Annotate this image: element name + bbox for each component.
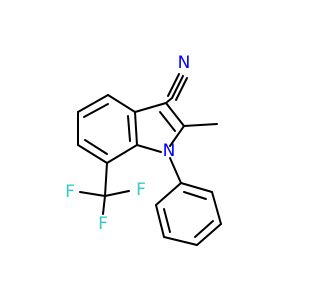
bond-c4-c5 — [77, 94, 109, 113]
bond-nitrile-triple-3 — [175, 77, 188, 101]
bond-c3-cn — [165, 97, 173, 104]
fluorine-bottom-label: F — [98, 214, 108, 234]
bond-c7a-c3a-inner — [127, 115, 131, 142]
bond-ph-4-5-inner — [194, 220, 214, 238]
ring-nitrogen-label: N — [163, 141, 176, 161]
bond-nitrile-triple-2 — [171, 75, 184, 99]
bonds — [77, 73, 222, 246]
bond-ph-6-1 — [180, 182, 213, 193]
bond-c7-cf3 — [104, 162, 108, 197]
bond-c4-c5-inner — [83, 103, 109, 118]
bond-c7-c7a — [106, 144, 138, 164]
structure-diagram: N N F F F — [65, 53, 222, 246]
bond-c3-c2-inner — [159, 111, 176, 132]
bond-ph-4-5 — [196, 223, 222, 246]
bond-n1-phenyl — [169, 157, 182, 184]
bond-c6-c7 — [77, 144, 108, 164]
fluorine-left-label: F — [65, 182, 75, 202]
bond-ph-2-3 — [155, 204, 165, 238]
nitrile-nitrogen-label: N — [178, 53, 191, 73]
bond-n1-c7a — [136, 144, 162, 153]
bond-c6-c7-inner — [84, 139, 108, 155]
bond-ph-2-3-inner — [163, 208, 171, 233]
bond-c2-n1 — [169, 125, 185, 147]
bond-c3a-c3 — [134, 102, 167, 113]
bond-cf3-f-bottom — [102, 195, 106, 215]
bond-c2-methyl — [183, 123, 218, 127]
fluorine-right-label: F — [136, 180, 146, 200]
bond-ph-6-1-inner — [183, 191, 207, 200]
bond-cf3-f-left — [79, 191, 106, 197]
bond-ph-3-4 — [163, 236, 198, 246]
bond-ph-1-2 — [155, 182, 182, 206]
atom-labels: N N F F F — [65, 53, 190, 234]
bond-cf3-f-right — [104, 190, 130, 197]
bond-ph-5-6 — [211, 191, 222, 225]
bond-c3-c2 — [165, 102, 185, 127]
bond-nitrile-triple-1 — [167, 73, 180, 97]
bond-c7a-c3a — [134, 111, 138, 146]
bond-c3a-c4 — [107, 94, 136, 113]
molecule-canvas: N N F F F — [65, 53, 222, 246]
